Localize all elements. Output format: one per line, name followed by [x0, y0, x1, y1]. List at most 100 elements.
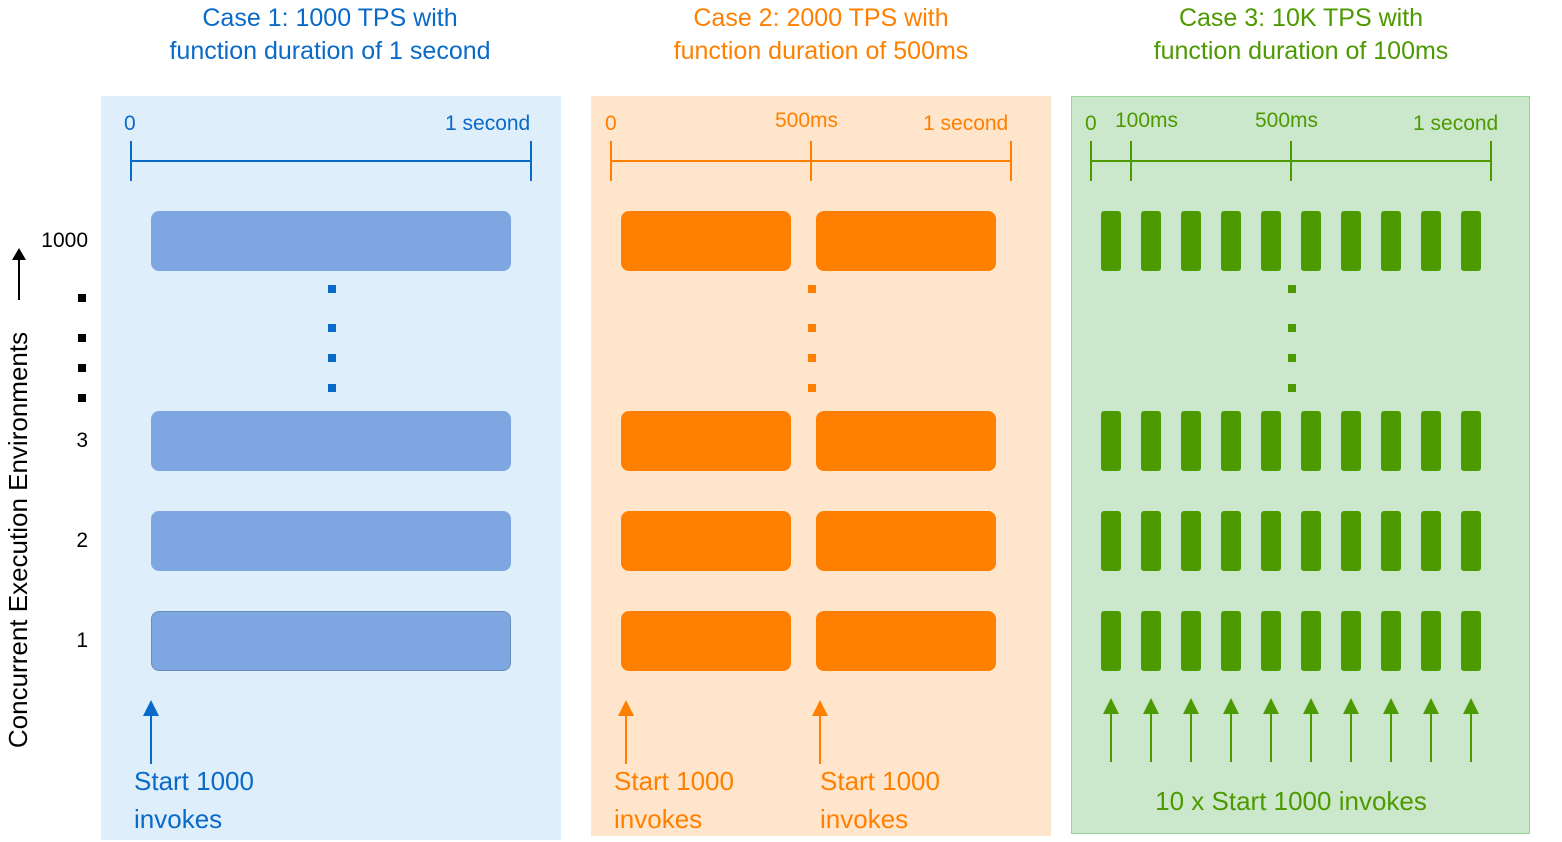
case3-bar-env-2 — [1141, 511, 1161, 571]
case3-tick-label-100ms: 100ms — [1115, 109, 1179, 132]
case3-bar-env-2 — [1341, 511, 1361, 571]
case3-bar-env-1 — [1461, 611, 1481, 671]
case3-bar-env-1000 — [1261, 211, 1281, 271]
case2-start-arrow-icon — [618, 700, 634, 764]
case2-bar-env-1-first — [621, 611, 791, 671]
case3-bar-env-1 — [1381, 611, 1401, 671]
case3-start-arrow-icon — [1343, 698, 1359, 762]
case1-ellipsis-dot — [328, 384, 336, 392]
case3-ellipsis-dot — [1288, 354, 1296, 362]
case1-ellipsis-dot — [328, 324, 336, 332]
case1-axis-tick — [130, 141, 132, 181]
case2-start-label-first-line1: Start 1000 — [614, 766, 734, 796]
case1-bar-env-2 — [151, 511, 511, 571]
case2-title: Case 2: 2000 TPS with function duration … — [581, 2, 1061, 68]
case2-bar-env-1-second — [816, 611, 996, 671]
case3-bar-env-1 — [1101, 611, 1121, 671]
case3-bar-env-1000 — [1181, 211, 1201, 271]
y-ellipsis-dot — [78, 334, 86, 342]
case3-tick-label-500ms: 500ms — [1255, 109, 1319, 132]
case3-bar-env-2 — [1221, 511, 1241, 571]
case1-bar-env-1 — [151, 611, 511, 671]
case3-start-arrow-icon — [1423, 698, 1439, 762]
case1-axis-tick — [530, 141, 532, 181]
case2-ellipsis-dot — [808, 384, 816, 392]
case1-start-arrow-icon — [143, 700, 159, 764]
case3-bar-env-1000 — [1301, 211, 1321, 271]
y-label-1000: 1000 — [41, 229, 88, 252]
case3-bar-env-3 — [1421, 411, 1441, 471]
case3-bar-env-3 — [1141, 411, 1161, 471]
case3-ellipsis-dot — [1288, 324, 1296, 332]
case2-start-label-first: Start 1000 invokes — [614, 762, 734, 838]
case3-bar-env-3 — [1301, 411, 1321, 471]
case1-bar-env-3 — [151, 411, 511, 471]
case3-start-arrow-icon — [1263, 698, 1279, 762]
case3-bar-env-2 — [1381, 511, 1401, 571]
y-label-1: 1 — [76, 629, 88, 652]
case3-bar-env-3 — [1261, 411, 1281, 471]
case1-start-label: Start 1000 invokes — [134, 762, 254, 838]
case3-axis-tick — [1490, 141, 1492, 181]
case2-tick-label-500ms: 500ms — [775, 109, 839, 132]
case3-axis-tick — [1290, 141, 1292, 181]
case2-start-label-second: Start 1000 invokes — [820, 762, 940, 838]
case3-axis-tick — [1090, 141, 1092, 181]
y-ellipsis-dot — [78, 394, 86, 402]
case3-bar-env-3 — [1381, 411, 1401, 471]
case3-start-arrow-icon — [1303, 698, 1319, 762]
case3-bar-env-2 — [1181, 511, 1201, 571]
case2-title-line2: function duration of 500ms — [673, 37, 969, 65]
case2-bar-env-3-first — [621, 411, 791, 471]
case2-start-arrow-icon — [812, 700, 828, 764]
case3-bar-env-2 — [1301, 511, 1321, 571]
case1-time-axis — [131, 160, 531, 162]
case3-title-line2: function duration of 100ms — [1153, 37, 1449, 65]
case1-start-label-line1: Start 1000 — [134, 766, 254, 796]
case1-tick-label-0: 0 — [124, 112, 136, 135]
case3-bar-env-1000 — [1221, 211, 1241, 271]
case3-bar-env-1000 — [1101, 211, 1121, 271]
case3-bar-env-3 — [1101, 411, 1121, 471]
y-label-2: 2 — [76, 529, 88, 552]
y-ellipsis-dot — [78, 364, 86, 372]
case3-bar-env-2 — [1261, 511, 1281, 571]
case2-bar-env-2-first — [621, 511, 791, 571]
case3-start-label-line1: 10 x Start 1000 invokes — [1155, 786, 1427, 816]
case3-bar-env-1 — [1141, 611, 1161, 671]
case2-tick-label-0: 0 — [605, 112, 617, 135]
case2-ellipsis-dot — [808, 354, 816, 362]
y-ellipsis-dot — [78, 294, 86, 302]
case3-bar-env-1 — [1181, 611, 1201, 671]
case3-bar-env-1000 — [1381, 211, 1401, 271]
case1-ellipsis-dot — [328, 354, 336, 362]
case3-ellipsis-dot — [1288, 285, 1296, 293]
case3-axis-tick — [1130, 141, 1132, 181]
case3-bar-env-1 — [1341, 611, 1361, 671]
case3-bar-env-1 — [1301, 611, 1321, 671]
case2-axis-tick — [610, 141, 612, 181]
case3-tick-label-0: 0 — [1085, 112, 1097, 135]
case2-start-label-second-line1: Start 1000 — [820, 766, 940, 796]
case2-bar-env-1000-first — [621, 211, 791, 271]
case3-bar-env-1 — [1221, 611, 1241, 671]
case1-tick-label-1-second: 1 second — [445, 112, 531, 135]
case3-bar-env-3 — [1461, 411, 1481, 471]
case2-bar-env-2-second — [816, 511, 996, 571]
case3-bar-env-3 — [1341, 411, 1361, 471]
case3-start-arrow-icon — [1103, 698, 1119, 762]
case1-title-line1: Case 1: 1000 TPS with — [202, 4, 458, 32]
case3-title-line1: Case 3: 10K TPS with — [1178, 4, 1424, 32]
case3-start-arrow-icon — [1143, 698, 1159, 762]
case3-bar-env-2 — [1101, 511, 1121, 571]
case3-bar-env-1 — [1261, 611, 1281, 671]
case1-start-label-line2: invokes — [134, 804, 223, 834]
case2-bar-env-3-second — [816, 411, 996, 471]
case3-bar-env-1 — [1421, 611, 1441, 671]
case1-ellipsis-dot — [328, 285, 336, 293]
case2-axis-tick — [810, 141, 812, 181]
case3-bar-env-2 — [1461, 511, 1481, 571]
case2-start-label-second-line2: invokes — [820, 804, 909, 834]
case3-ellipsis-dot — [1288, 384, 1296, 392]
